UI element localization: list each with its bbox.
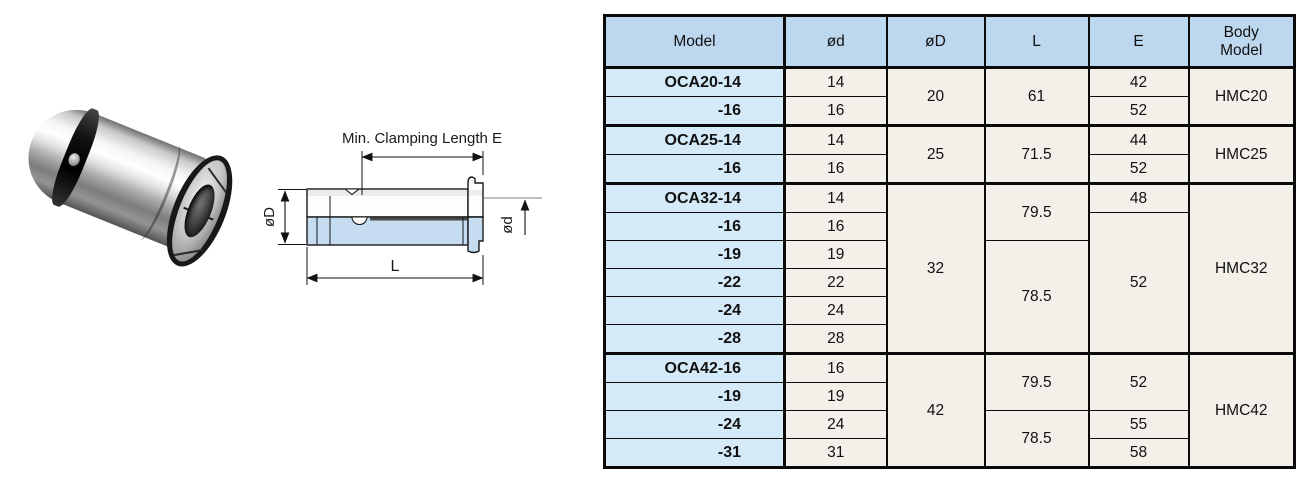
d-cell: 16 [783,96,887,126]
table-row: OCA42-16 16 42 79.5 52 HMC42 [603,352,1295,468]
model-cell: -24 [603,296,786,325]
spec-table: Model ød øD L E Body Model OCA20-14 14 2… [603,14,1296,469]
flange-upper [467,176,484,218]
outer-d-cell: 20 [885,66,985,126]
table-row: -22 22 [603,268,1295,297]
model-cell: -19 [603,240,786,269]
collet-bore [178,180,221,242]
d-cell: 28 [783,324,887,354]
header-model: Model [603,15,786,69]
length-cell: 71.5 [983,124,1089,184]
length-cell: 79.5 [983,182,1089,241]
model-cell: -28 [603,324,786,354]
model-cell: -22 [603,268,786,297]
d-cell: 24 [783,296,887,325]
model-cell: -16 [603,154,786,184]
collet-body [4,88,246,283]
clamp-e-cell: 52 [1087,212,1189,354]
length-cell: 61 [983,66,1089,126]
length-label: L [391,258,400,275]
clamping-length-label: Min. Clamping Length E [342,130,502,147]
length-cell: 78.5 [983,240,1089,354]
table-row: -19 19 [603,382,1295,411]
model-cell: -24 [603,410,786,439]
section-notch [351,216,368,225]
outer-d-cell: 42 [885,352,985,468]
d-cell: 31 [783,438,887,468]
header-body-model: Body Model [1187,15,1295,69]
clamp-e-cell: 44 [1087,124,1189,155]
header-e: E [1087,15,1189,69]
model-cell: OCA32-14 [603,182,786,213]
body-gray-band [308,190,467,196]
body-section-fill [306,216,469,246]
length-cell: 79.5 [983,352,1089,411]
d-cell: 19 [783,382,887,411]
d-cell: 22 [783,268,887,297]
table-row: OCA25-14 14 25 71.5 44 HMC25 [603,124,1295,184]
table-row: -24 24 78.5 55 [603,410,1295,468]
clamp-e-cell: 52 [1087,352,1189,411]
inner-diameter-label: ød [499,216,516,234]
bore-edge-line [370,217,468,221]
table-row: OCA32-14 14 32 79.5 48 HMC32 [603,182,1295,354]
d-cell: 16 [783,212,887,241]
model-cell: -31 [603,438,786,468]
outer-d-cell: 25 [885,124,985,184]
d-cell: 16 [783,352,887,383]
d-cell: 16 [783,154,887,184]
model-cell: -19 [603,382,786,411]
d-cell: 14 [783,182,887,213]
collet-sleeve-photo [10,95,246,310]
model-cell: -16 [603,212,786,241]
d-cell: 14 [783,66,887,97]
clamping-notch [343,188,361,196]
table-row: -16 16 52 [603,212,1295,354]
clamp-e-cell: 52 [1087,96,1189,126]
d-cell: 24 [783,410,887,439]
header-outer-d: øD [885,15,985,69]
body-model-cell: HMC25 [1187,124,1295,184]
table-header-row: Model ød øD L E Body Model [603,15,1295,69]
header-length: L [983,15,1089,69]
table-row: -31 31 58 [603,438,1295,468]
model-cell: OCA25-14 [603,124,786,155]
model-cell: -16 [603,96,786,126]
d-cell: 14 [783,124,887,155]
clamp-e-cell: 58 [1087,438,1189,468]
dimension-drawing: Min. Clamping Length E øD ød L [261,130,542,285]
model-cell: OCA20-14 [603,66,786,97]
flange-lower [467,216,484,254]
outer-d-cell: 32 [885,182,985,354]
table-row: -19 19 78.5 [603,240,1295,354]
collet-slit-icon [173,249,204,257]
length-cell: 78.5 [983,410,1089,468]
outer-diameter-label: øD [261,207,278,227]
table-row: -16 16 52 [603,96,1295,126]
d-cell: 19 [783,240,887,269]
table-row: -16 16 52 [603,154,1295,184]
header-d: ød [783,15,887,69]
table-row: OCA20-14 14 20 61 42 HMC20 [603,66,1295,126]
clamp-e-cell: 55 [1087,410,1189,439]
table-row: -28 28 [603,324,1295,354]
model-cell: OCA42-16 [603,352,786,383]
body-model-cell: HMC42 [1187,352,1295,468]
clamp-e-cell: 52 [1087,154,1189,184]
clamp-e-cell: 48 [1087,182,1189,213]
flange-gray-band [469,190,482,196]
table-row: -24 24 [603,296,1295,325]
body-model-cell: HMC20 [1187,66,1295,126]
clamp-e-cell: 42 [1087,66,1189,97]
body-model-cell: HMC32 [1187,182,1295,354]
